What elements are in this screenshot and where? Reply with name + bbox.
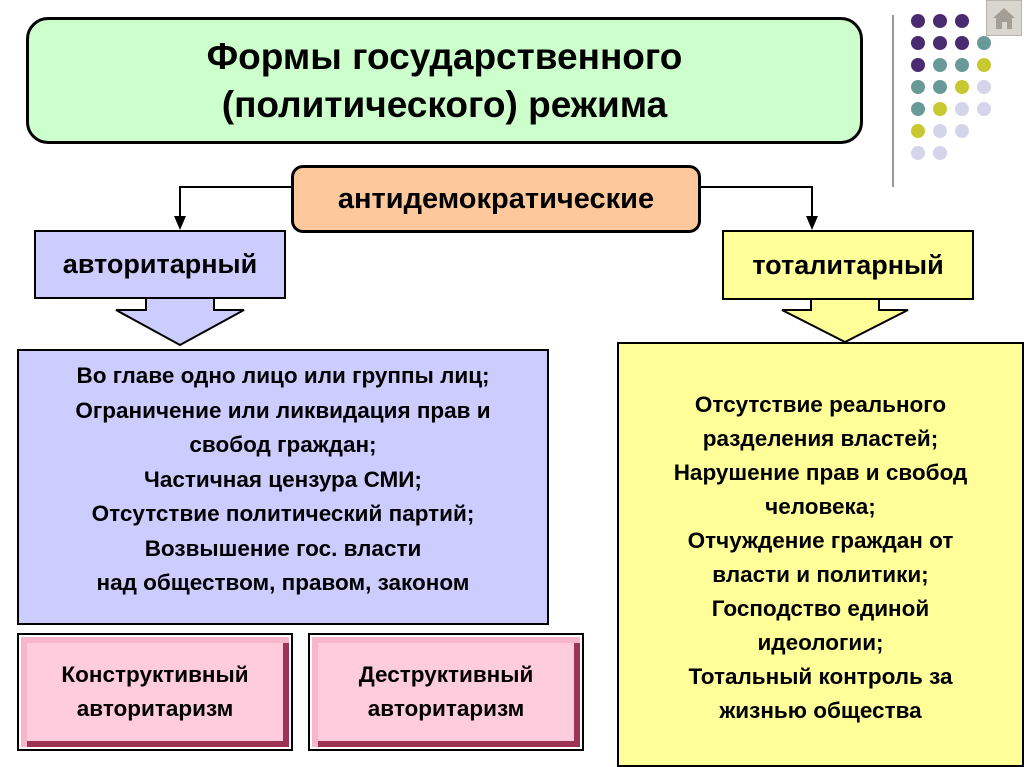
home-icon bbox=[993, 8, 1015, 29]
totalitarian-feature: разделения властей; bbox=[702, 426, 939, 451]
title-box: Формы государственного (политического) р… bbox=[26, 17, 863, 144]
destructive-line-1: Деструктивный bbox=[358, 662, 534, 687]
decorative-dot bbox=[911, 36, 925, 50]
decorative-dot bbox=[933, 14, 947, 28]
decorative-dot-grid bbox=[911, 14, 991, 160]
constructive-authoritarianism-box: Конструктивный авторитаризм bbox=[17, 633, 293, 751]
constructive-line-1: Конструктивный bbox=[61, 662, 249, 687]
authoritarian-features-box: Во главе одно лицо или группы лиц; Огран… bbox=[17, 349, 549, 625]
home-button[interactable] bbox=[986, 0, 1022, 36]
decorative-dot bbox=[911, 14, 925, 28]
authoritarian-feature: Отсутствие политический партий; bbox=[91, 501, 475, 526]
totalitarian-feature: идеологии; bbox=[757, 630, 884, 655]
decorative-dot bbox=[977, 58, 991, 72]
connector-right-arrowhead bbox=[806, 216, 818, 230]
decorative-dot bbox=[933, 124, 947, 138]
totalitarian-feature: Господство единой bbox=[711, 596, 930, 621]
decorative-dot bbox=[977, 36, 991, 50]
authoritarian-feature: Во главе одно лицо или группы лиц; bbox=[76, 363, 490, 388]
totalitarian-feature: человека; bbox=[765, 494, 876, 519]
totalitarian-features-box: Отсутствие реального разделения властей;… bbox=[617, 342, 1024, 767]
authoritarian-feature: над обществом, правом, законом bbox=[96, 570, 470, 595]
connector-right bbox=[695, 186, 813, 218]
authoritarian-label: авторитарный bbox=[62, 249, 258, 279]
totalitarian-feature: власти и политики; bbox=[712, 562, 929, 587]
title-line-2: (политического) режима bbox=[221, 83, 668, 125]
decorative-dot bbox=[977, 80, 991, 94]
totalitarian-label-box: тоталитарный bbox=[722, 230, 974, 300]
authoritarian-feature: свобод граждан; bbox=[189, 432, 377, 457]
totalitarian-feature: Нарушение прав и свобод bbox=[673, 460, 968, 485]
decorative-dot bbox=[911, 124, 925, 138]
connector-left bbox=[179, 186, 291, 218]
connector-left-arrowhead bbox=[174, 216, 186, 230]
decorative-dot bbox=[955, 80, 969, 94]
totalitarian-down-arrow bbox=[781, 297, 909, 344]
totalitarian-feature: жизнью общества bbox=[719, 698, 922, 723]
decorative-dot bbox=[955, 36, 969, 50]
constructive-line-2: авторитаризм bbox=[76, 696, 234, 721]
totalitarian-feature: Отчуждение граждан от bbox=[687, 528, 954, 553]
decorative-dot bbox=[911, 146, 925, 160]
decorative-dot bbox=[955, 58, 969, 72]
decorative-dot bbox=[955, 14, 969, 28]
decorative-dot bbox=[911, 58, 925, 72]
anti-democratic-label: антидемократические bbox=[337, 182, 655, 215]
decorative-dot bbox=[933, 36, 947, 50]
totalitarian-feature: Отсутствие реального bbox=[694, 392, 947, 417]
decorative-dot bbox=[933, 58, 947, 72]
decorative-dot bbox=[977, 102, 991, 116]
decorative-dot bbox=[911, 80, 925, 94]
authoritarian-feature: Ограничение или ликвидация прав и bbox=[75, 397, 491, 423]
totalitarian-label: тоталитарный bbox=[752, 249, 944, 280]
authoritarian-feature: Возвышение гос. власти bbox=[144, 535, 422, 561]
destructive-line-2: авторитаризм bbox=[367, 696, 525, 721]
authoritarian-feature: Частичная цензура СМИ; bbox=[144, 466, 422, 492]
totalitarian-feature: Тотальный контроль за bbox=[688, 664, 953, 689]
authoritarian-down-arrow bbox=[115, 296, 245, 347]
decorative-dot bbox=[955, 102, 969, 116]
decorative-dot bbox=[911, 102, 925, 116]
title-line-1: Формы государственного bbox=[206, 35, 683, 77]
decorative-dot bbox=[955, 124, 969, 138]
decorative-vertical-line bbox=[892, 15, 894, 187]
decorative-dot bbox=[933, 80, 947, 94]
decorative-dot bbox=[933, 102, 947, 116]
anti-democratic-box: антидемократические bbox=[291, 165, 701, 233]
decorative-dot bbox=[933, 146, 947, 160]
authoritarian-label-box: авторитарный bbox=[34, 230, 286, 299]
destructive-authoritarianism-box: Деструктивный авторитаризм bbox=[308, 633, 584, 751]
